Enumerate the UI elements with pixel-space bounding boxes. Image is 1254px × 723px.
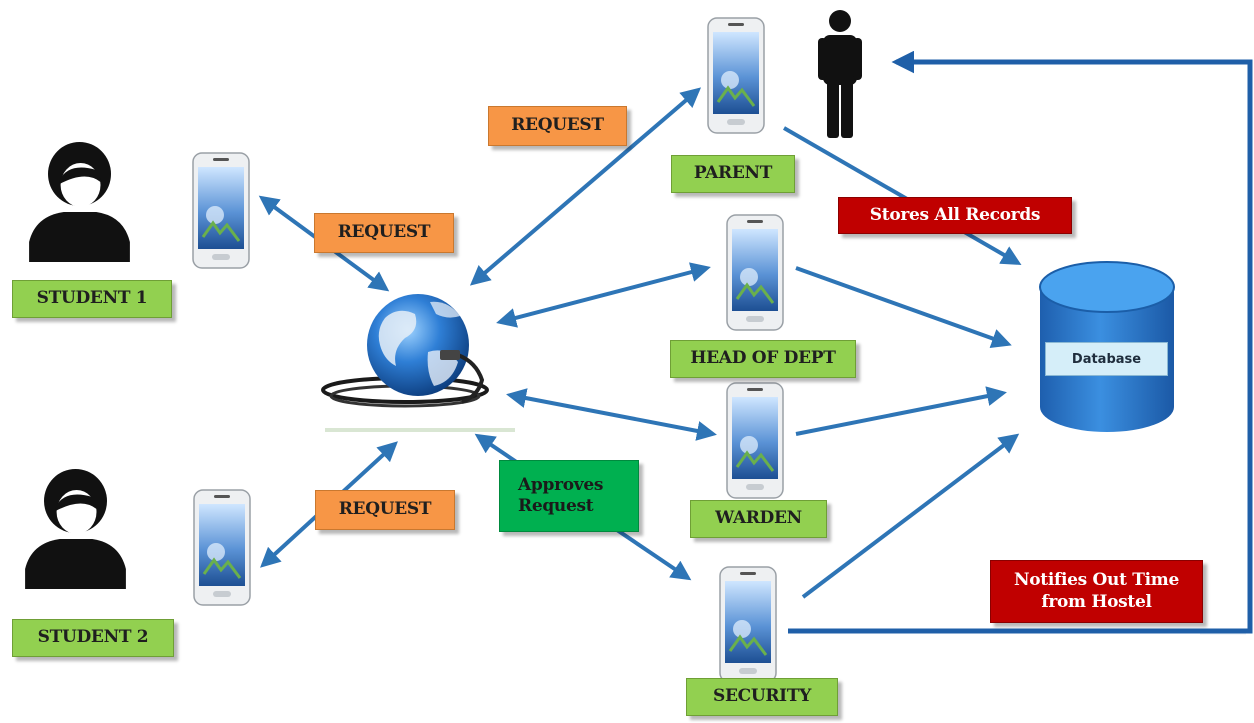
- parent-phone-icon: [706, 16, 766, 135]
- arrow-hod-database: [795, 266, 1012, 349]
- parent-label: PARENT: [671, 155, 795, 193]
- student1-phone-icon: [191, 151, 251, 270]
- arrow-globe-parent: [469, 87, 702, 286]
- warden-phone-icon: [725, 381, 785, 500]
- security-label: SECURITY: [686, 678, 838, 716]
- arrow-globe-warden: [506, 388, 717, 441]
- student2-label: STUDENT 2: [12, 619, 174, 657]
- request-label-top: REQUEST: [488, 106, 627, 146]
- student2-person-icon: [25, 469, 126, 589]
- arrow-security-database: [801, 433, 1020, 599]
- approves-request-label: Approves Request: [499, 460, 639, 532]
- request-label-bottom: REQUEST: [315, 490, 455, 530]
- student1-person-icon: [29, 142, 130, 262]
- arrow-warden-database: [795, 386, 1007, 436]
- notifies-out-time-label: Notifies Out Time from Hostel: [990, 560, 1203, 623]
- notifies-line1: Notifies Out Time: [1013, 570, 1180, 591]
- head-of-dept-label: HEAD OF DEPT: [670, 340, 856, 378]
- approves-request-line2: Request: [518, 496, 594, 516]
- security-phone-icon: [718, 565, 778, 684]
- hod-phone-icon: [725, 213, 785, 332]
- request-label-middle: REQUEST: [314, 213, 454, 253]
- warden-label: WARDEN: [690, 500, 827, 538]
- parent-person-icon: [818, 10, 862, 138]
- stores-all-records-label: Stores All Records: [838, 197, 1072, 234]
- database-label: Database: [1045, 342, 1168, 376]
- arrow-parent-database: [783, 126, 1022, 265]
- notifies-line2: from Hostel: [1041, 591, 1152, 612]
- approves-request-line1: Approves: [518, 474, 604, 495]
- arrow-globe-hod: [496, 262, 711, 328]
- globe-network-icon: [321, 294, 515, 432]
- arrow-security-notify-parent: [788, 50, 1253, 634]
- student1-label: STUDENT 1: [12, 280, 172, 318]
- student2-phone-icon: [192, 488, 252, 607]
